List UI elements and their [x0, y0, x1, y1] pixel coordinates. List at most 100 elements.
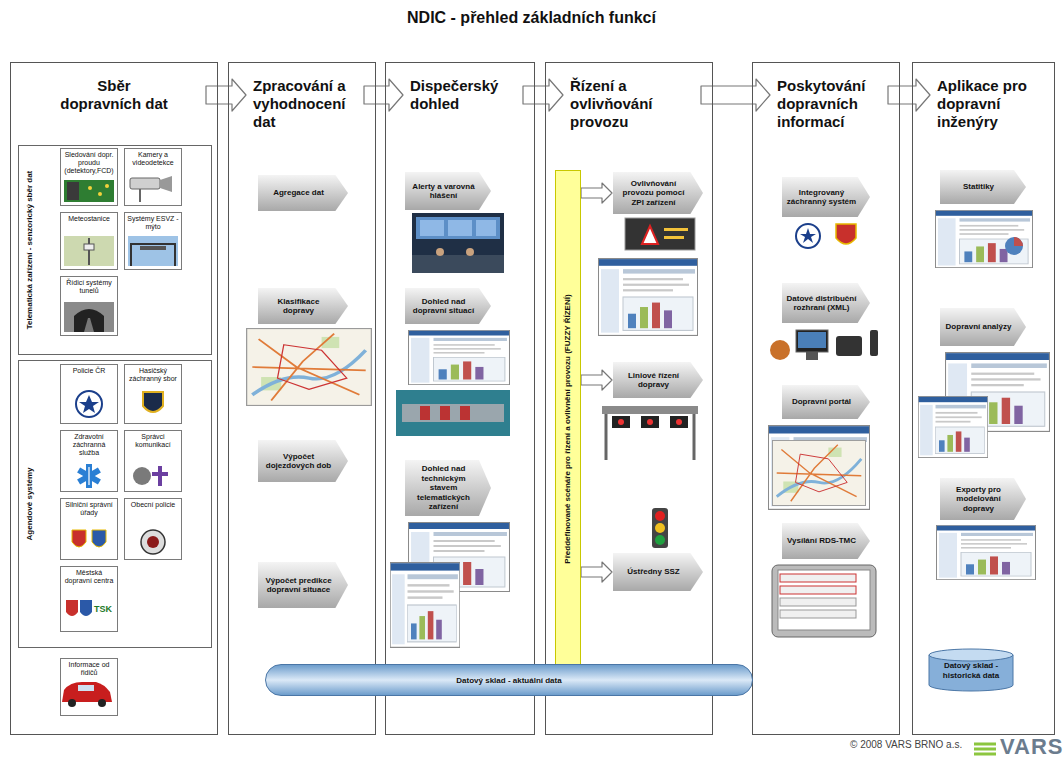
cylinder-top	[929, 649, 1013, 661]
block-arrow	[701, 79, 770, 111]
node-text: Agregace dat	[269, 188, 337, 198]
source-box: Zdravotní záchranná služba	[60, 430, 118, 492]
function-tab: Alerty a varovná hlášení	[405, 172, 491, 210]
diagram-title: NDIC - přehled základních funkcí	[0, 9, 1063, 27]
source-box: Sledování dopr. proudu (detektory,FCD)	[60, 148, 118, 206]
node-text: Hasičský záchranný sbor	[125, 365, 181, 383]
function-tab: Agregace dat	[258, 175, 348, 211]
node-text: Klasifikace dopravy	[258, 297, 348, 316]
function-tab: Ovlivňování provozu pomocí ZPI zařízení	[613, 172, 703, 214]
node-text: Dopravní analýzy	[942, 322, 1025, 332]
node-text: Dispečerský dohled	[410, 77, 518, 113]
column-panel: Poskytování dopravních informacíIntegrov…	[752, 62, 900, 735]
source-box: Správci komunikací	[124, 430, 182, 492]
company-logo: VARS	[1000, 734, 1063, 760]
column-panel: Zpracování a vyhodnocení datAgregace dat…	[228, 62, 376, 735]
node-text: Exporty pro modelování dopravy	[940, 485, 1026, 514]
function-tab: Ústředny SSZ	[613, 553, 703, 591]
source-box: Silniční správní úřady	[60, 498, 118, 560]
node-text: Sběr dopravních dat	[55, 77, 173, 113]
node-text: Integrovaný záchranný systém	[782, 188, 870, 207]
node-text: Předdefinované scénáře pro řízení a ovli…	[563, 264, 573, 594]
node-text: Dohled nad technickým stavem telematický…	[405, 464, 491, 512]
node-text: Obecní policie	[125, 499, 181, 509]
copyright-note: © 2008 VARS BRNO a.s.	[850, 739, 962, 750]
node-text: Policie ČR	[61, 365, 117, 375]
node-text: Ústředny SSZ	[623, 567, 692, 577]
column-panel: Řízení a ovlivňování provozuPředdefinova…	[545, 62, 713, 735]
node-text: Řídicí systémy tunelů	[61, 277, 117, 295]
node-text: Řízení a ovlivňování provozu	[570, 77, 696, 131]
node-text: Kamery a videodetekce	[125, 149, 181, 167]
node-text: Telematická zařízení - senzorický sběr d…	[25, 171, 34, 330]
function-tab: Dopravní portál	[782, 385, 870, 419]
node-text: Meteostanice	[61, 213, 117, 223]
node-text: Výpočet dojezdových dob	[258, 452, 348, 471]
node-text: Dohled nad dopravní situací	[405, 297, 491, 316]
node-text: Ovlivňování provozu pomocí ZPI zařízení	[613, 179, 703, 208]
function-tab: Exporty pro modelování dopravy	[940, 478, 1026, 520]
block-arrow	[581, 562, 612, 582]
node-text: Informace od řidičů	[61, 659, 117, 677]
source-box: Systémy ESVZ - mýto	[124, 212, 182, 270]
node-text: Správci komunikací	[125, 431, 181, 449]
node-text: Vysílání RDS-TMC	[783, 536, 869, 546]
group-box: Agendové systémy Policie ČR Hasičský záchr…	[18, 360, 212, 648]
function-tab: Datové distribuční rozhraní (XML)	[782, 283, 870, 323]
function-tab: Vysílání RDS-TMC	[782, 523, 870, 559]
scenario-band: Předdefinované scénáře pro řízení a ovli…	[555, 170, 581, 688]
function-tab: Výpočet dojezdových dob	[258, 440, 348, 482]
column-panel: Dispečerský dohledAlerty a varovná hláše…	[385, 62, 535, 735]
info-pictures	[769, 224, 878, 637]
function-tab: Liniové řízení dopravy	[613, 362, 703, 398]
function-tab: Výpočet predikce dopravní situace	[258, 562, 348, 608]
function-tab: Dohled nad dopravní situací	[405, 288, 491, 324]
block-arrow	[581, 183, 612, 203]
source-box: Policie ČR	[60, 364, 118, 424]
node-text: Zdravotní záchranná služba	[61, 431, 117, 457]
source-box: Meteostanice	[60, 212, 118, 270]
engineering-pictures	[918, 210, 1049, 579]
node-text: Statitiky	[959, 182, 1007, 192]
node-text: Dopravní portál	[788, 397, 864, 407]
node-text: Datové distribuční rozhraní (XML)	[782, 294, 870, 313]
source-box: Obecní policie	[124, 498, 182, 560]
node-text: Datový sklad - aktuální data	[456, 676, 561, 685]
function-tab: Integrovaný záchranný systém	[782, 177, 870, 217]
source-box: Kamery a videodetekce	[124, 148, 182, 206]
node-text: Systémy ESVZ - mýto	[125, 213, 181, 231]
sensor-icons	[64, 176, 178, 332]
block-arrow	[523, 79, 563, 111]
node-text: Liniové řízení dopravy	[613, 371, 703, 390]
block-arrow	[206, 79, 246, 111]
node-text: Sledování dopr. proudu (detektory,FCD)	[61, 149, 117, 175]
logo-text: TSK	[94, 604, 112, 614]
block-arrow	[581, 370, 612, 390]
group-box: Telematická zařízení - senzorický sběr d…	[18, 145, 212, 355]
block-arrow	[888, 79, 930, 111]
source-box: Městská dopravní centra	[60, 566, 118, 632]
node-text: Agendové systémy	[25, 468, 34, 541]
block-arrow	[364, 79, 403, 111]
column-panel: Sběr dopravních datTelematická zařízení …	[10, 62, 218, 735]
processing-pictures	[247, 213, 510, 647]
node-text: Aplikace pro dopravní inženýry	[937, 77, 1038, 131]
function-tab: Statitiky	[940, 170, 1026, 204]
vars-logo-mark	[974, 744, 996, 754]
function-tab: Dohled nad technickým stavem telematický…	[405, 460, 491, 516]
column-panel: Aplikace pro dopravní inženýryStatitikyD…	[912, 62, 1055, 735]
source-box: Informace od řidičů	[60, 658, 118, 716]
node-text: Výpočet predikce dopravní situace	[258, 576, 348, 595]
database-cylinder: Datový sklad - aktuální data	[265, 664, 753, 696]
node-text: Poskytování dopravních informací	[777, 77, 883, 131]
node-text: Datový sklad - historická data	[928, 648, 1014, 680]
function-tab: Dopravní analýzy	[940, 308, 1026, 346]
node-text: Zpracování a vyhodnocení dat	[253, 77, 359, 131]
source-box: Řídicí systémy tunelů	[60, 276, 118, 336]
node-text: Alerty a varovná hlášení	[405, 182, 491, 201]
database-cylinder: Datový sklad - historická data	[928, 648, 1014, 692]
node-text: Městská dopravní centra	[61, 567, 117, 585]
source-box: Hasičský záchranný sbor	[124, 364, 182, 424]
node-text: Silniční správní úřady	[61, 499, 117, 517]
function-tab: Klasifikace dopravy	[258, 288, 348, 324]
